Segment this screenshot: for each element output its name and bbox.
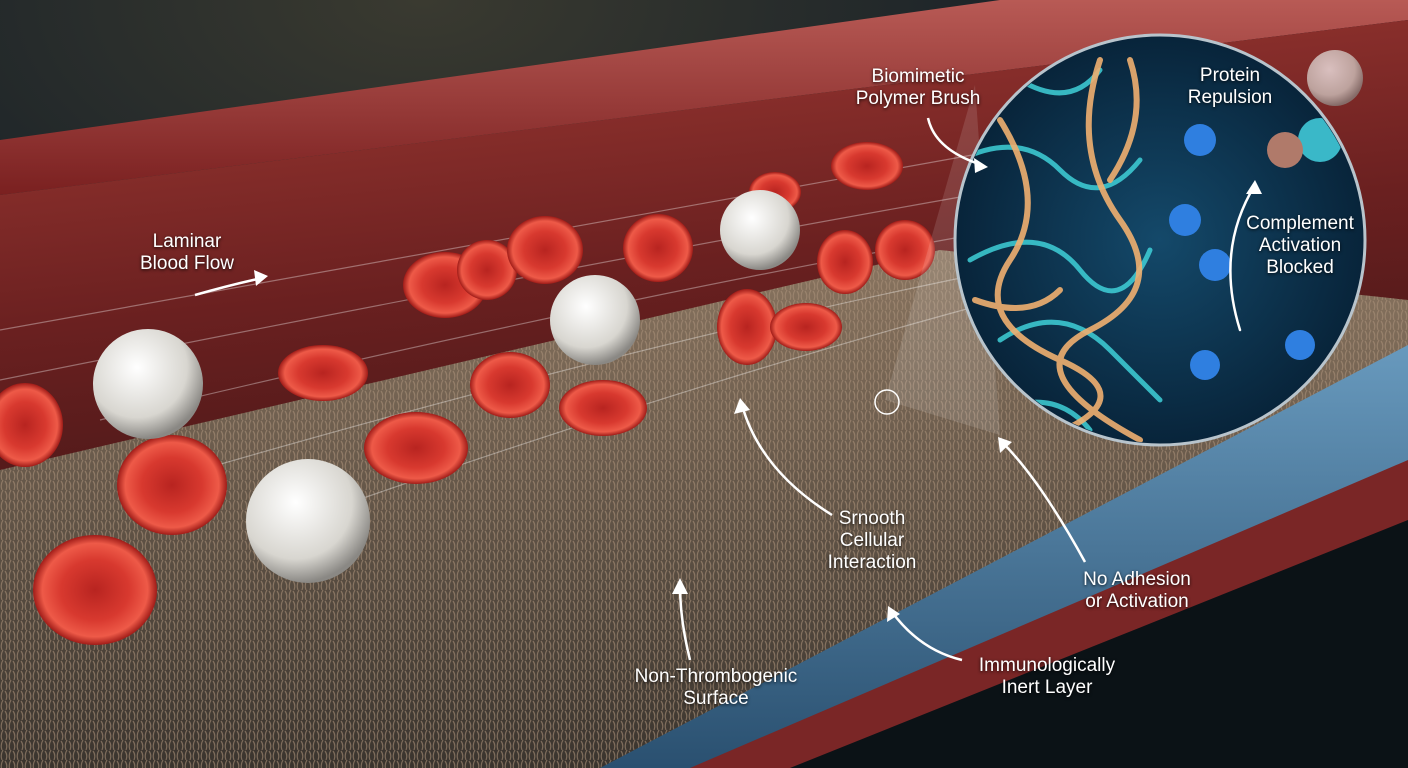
red-blood-cell	[717, 289, 777, 365]
arrowhead-icon	[887, 606, 900, 622]
red-blood-cell	[33, 535, 157, 645]
zoom-origin-marker	[874, 389, 900, 415]
arrowhead-icon	[1246, 180, 1262, 194]
arrowhead-icon	[254, 270, 268, 286]
arrow-polymer-brush	[926, 117, 983, 167]
arrowhead-icon	[734, 398, 750, 414]
white-blood-cell	[550, 275, 640, 365]
vessel-upper-wall	[0, 0, 1408, 195]
arrow-inert-layer	[890, 611, 963, 662]
red-blood-cell	[559, 380, 647, 436]
red-blood-cell	[770, 303, 842, 351]
arrowhead-icon	[672, 578, 688, 594]
red-blood-cells	[0, 142, 935, 645]
red-blood-cell	[117, 435, 227, 535]
white-blood-cell	[720, 190, 800, 270]
arrow-smooth-interaction	[740, 404, 833, 517]
red-blood-cell	[364, 412, 468, 484]
magnifier	[953, 33, 1367, 447]
red-blood-cell	[831, 142, 903, 190]
complement-arrow	[1229, 183, 1257, 332]
red-blood-cell	[278, 345, 368, 401]
arrowhead-icon	[998, 437, 1012, 453]
protein-molecules	[1169, 118, 1342, 380]
red-blood-cell	[0, 383, 63, 467]
red-blood-cell	[875, 220, 935, 280]
white-blood-cell	[246, 459, 370, 583]
arrowhead-icon	[974, 158, 988, 173]
red-blood-cell	[470, 352, 550, 418]
polymer-chains-orange	[972, 57, 1143, 443]
red-blood-cell	[507, 216, 583, 284]
red-blood-cell	[817, 230, 873, 294]
arrow-no-adhesion	[1001, 441, 1087, 563]
white-blood-cell	[93, 329, 203, 439]
red-blood-cell	[457, 240, 517, 300]
white-blood-cell	[1307, 50, 1363, 106]
red-blood-cell	[623, 214, 693, 282]
white-blood-cells	[93, 50, 1363, 583]
vessel-lower-wall	[690, 460, 1408, 768]
